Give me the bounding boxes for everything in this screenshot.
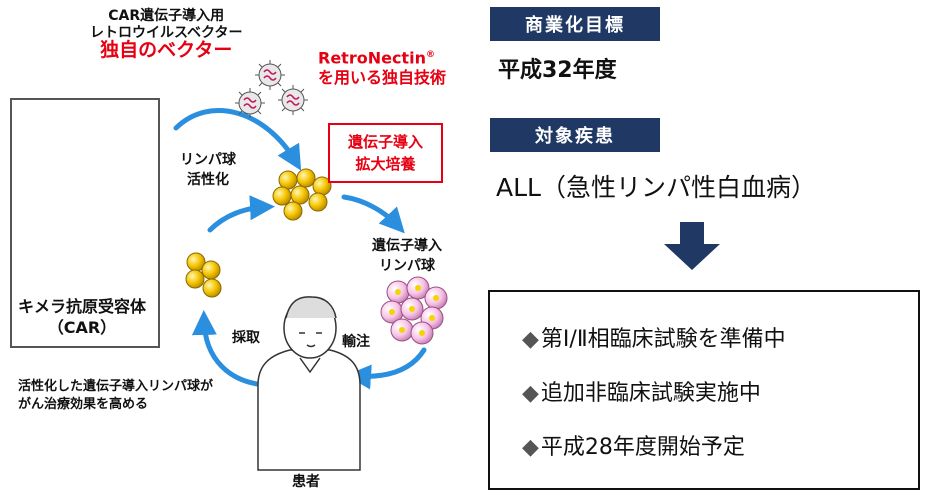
car-line1: キメラ抗原受容体 bbox=[18, 297, 147, 316]
culture-box: 遺伝子導入 拡大培養 bbox=[328, 123, 443, 183]
diamond-icon: ◆ bbox=[522, 435, 539, 460]
disease-value: ALL（急性リンパ性白血病） bbox=[496, 173, 816, 202]
transduced-line2: リンパ球 bbox=[379, 258, 435, 274]
activation-line1: リンパ球 bbox=[180, 152, 236, 168]
registered-mark: ® bbox=[425, 50, 435, 60]
transduced-label: 遺伝子導入 リンパ球 bbox=[372, 236, 442, 276]
virus-particles bbox=[235, 60, 308, 118]
culture-line2: 拡大培養 bbox=[355, 155, 416, 173]
retronectin-name: RetroNectin bbox=[318, 48, 426, 68]
patient-figure bbox=[257, 296, 361, 471]
plan-box: ◆第Ⅰ/Ⅱ相臨床試験を準備中 ◆追加非臨床試験実施中 ◆平成28年度開始予定 bbox=[488, 290, 920, 490]
commercialization-value: 平成32年度 bbox=[498, 58, 617, 83]
arrow-collection bbox=[191, 310, 268, 388]
culture-line1: 遺伝子導入 bbox=[347, 133, 423, 151]
retronectin-caption: RetroNectin® を用いる独自技術 bbox=[318, 45, 446, 88]
diamond-icon: ◆ bbox=[522, 381, 539, 406]
collection-label: 採取 bbox=[232, 330, 260, 346]
commercialization-heading: 商業化目標 bbox=[490, 7, 660, 41]
arrow-culture bbox=[341, 194, 405, 234]
retronectin-line2: を用いる独自技術 bbox=[318, 68, 447, 88]
car-line2: （CAR） bbox=[47, 318, 117, 337]
arrow-infusion bbox=[346, 347, 427, 390]
activation-label: リンパ球 活性化 bbox=[180, 150, 236, 190]
plan-item: ◆追加非臨床試験実施中 bbox=[522, 380, 761, 408]
arrow-activation bbox=[207, 195, 275, 233]
activation-line2: 活性化 bbox=[187, 172, 229, 188]
transduced-line1: 遺伝子導入 bbox=[372, 238, 442, 254]
plan-text: 追加非臨床試験実施中 bbox=[540, 381, 761, 406]
effect-note-line1: 活性化した遺伝子導入リンパ球が bbox=[18, 379, 214, 394]
patient-label: 患者 bbox=[292, 474, 320, 490]
transduced-lymphocyte-cluster bbox=[380, 276, 448, 345]
vector-highlight: 独自のベクター bbox=[100, 39, 233, 61]
activated-lymphocyte-cluster bbox=[272, 168, 332, 221]
vector-caption: CAR遺伝子導入用 レトロウイルスベクター 独自のベクター bbox=[90, 8, 243, 61]
arrow-vector-to-cells bbox=[173, 108, 302, 171]
down-arrow-icon bbox=[664, 222, 720, 270]
plan-text: 平成28年度開始予定 bbox=[540, 435, 745, 460]
plan-item: ◆第Ⅰ/Ⅱ相臨床試験を準備中 bbox=[522, 326, 786, 354]
vector-line2: レトロウイルスベクター bbox=[90, 25, 243, 41]
car-caption: キメラ抗原受容体 （CAR） bbox=[18, 296, 146, 338]
cycle-arrows bbox=[173, 108, 427, 390]
plan-text: 第Ⅰ/Ⅱ相臨床試験を準備中 bbox=[540, 327, 786, 352]
collected-lymphocyte-cluster bbox=[185, 252, 222, 298]
plan-item: ◆平成28年度開始予定 bbox=[522, 434, 745, 462]
car-panel bbox=[10, 98, 160, 348]
effect-note-line2: がん治療効果を高める bbox=[18, 397, 149, 412]
vector-line1: CAR遺伝子導入用 bbox=[108, 8, 225, 24]
disease-heading: 対象疾患 bbox=[490, 118, 660, 152]
infusion-label: 輸注 bbox=[342, 334, 370, 350]
diamond-icon: ◆ bbox=[522, 327, 539, 352]
effect-note: 活性化した遺伝子導入リンパ球が がん治療効果を高める bbox=[18, 378, 213, 414]
